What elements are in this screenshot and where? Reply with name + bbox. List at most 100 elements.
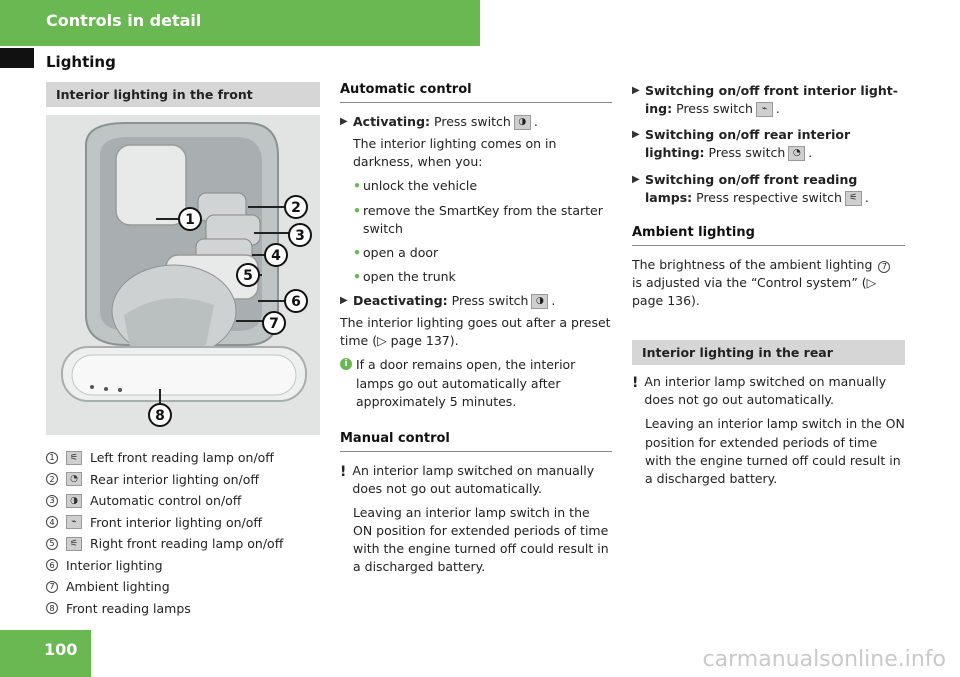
- figure-callout-8: [148, 403, 172, 427]
- legend-item: 1⚟Left front reading lamp on/off: [46, 447, 320, 469]
- warning-text: An interior lamp switched on manually do…: [352, 462, 595, 496]
- reading-lamps-step: ▶ Switching on/off front reading lamps: …: [632, 171, 905, 207]
- reading-lamp-switch-icon: ⚟: [66, 536, 82, 551]
- list-item: •unlock the vehicle: [340, 177, 612, 195]
- reading-lamp-switch-icon: ⚟: [844, 190, 862, 206]
- ambient-text-a: The brightness of the ambient lighting: [632, 256, 873, 272]
- bullet-text: remove the SmartKey from the starter swi…: [363, 202, 603, 236]
- figure-legend: 1⚟Left front reading lamp on/off 2◔Rear …: [46, 447, 320, 619]
- reading-lamp-switch-icon: ⚟: [66, 450, 82, 465]
- warning-detail: Leaving an interior lamp switch in the O…: [353, 505, 609, 575]
- warning-note: ! An interior lamp switched on manually …: [340, 462, 612, 498]
- front-lighting-switch-icon: ⌁: [66, 515, 82, 530]
- deactivating-label: Deactivating:: [353, 293, 448, 308]
- figure-callout-2-label: 2: [291, 200, 301, 216]
- watermark: carmanualsonline.info: [702, 647, 946, 672]
- bullet-icon: •: [353, 178, 361, 194]
- figure-callout-7-label: 7: [269, 316, 279, 332]
- legend-text: Automatic control on/off: [90, 493, 242, 509]
- bullet-icon: •: [353, 244, 361, 260]
- overhead-control-panel-figure: 1 2 3 4 5 6 7 8: [46, 115, 320, 435]
- goes-out-text: The interior lighting goes out after a p…: [340, 315, 611, 349]
- control-panel-illustration: 1 2 3 4 5 6 7 8: [46, 115, 320, 435]
- ambient-text-b: is adjusted via the “Control sys­tem” (▷…: [632, 274, 877, 308]
- arrow-icon: ▶: [340, 295, 348, 306]
- page-number-box: [0, 630, 91, 677]
- legend-text: Front interior lighting on/off: [90, 514, 262, 530]
- arrow-icon: ▶: [340, 116, 348, 127]
- figure-callout-2: [284, 195, 308, 219]
- manual-control-heading: Manual control: [340, 431, 612, 452]
- front-interior-label: Switching on/off front interior light­in…: [645, 83, 898, 117]
- legend-item: 4 ⌁ Front interior lighting on/off: [46, 512, 320, 534]
- reading-lamps-text: Press respective switch: [696, 189, 842, 205]
- figure-callout-7: [262, 311, 286, 335]
- automatic-switch-icon: ◑: [66, 493, 82, 508]
- legend-number: 7: [46, 580, 58, 593]
- column-right: ▶ Switching on/off front interior light­…: [632, 82, 905, 494]
- section-title: Lighting: [46, 53, 116, 71]
- front-lighting-switch-icon: ⌁: [755, 102, 773, 118]
- legend-item: 3◑Automatic control on/off: [46, 490, 320, 512]
- legend-text: Interior lighting: [66, 557, 163, 573]
- front-lighting-heading: Interior lighting in the front: [46, 82, 320, 107]
- figure-callout-5: [236, 263, 260, 287]
- activating-description: The interior lighting comes on in darkne…: [353, 136, 557, 170]
- rear-interior-step: ▶ Switching on/off rear interior lightin…: [632, 126, 905, 162]
- bullet-text: open the trunk: [363, 268, 456, 284]
- legend-text: Rear interior lighting on/off: [90, 471, 259, 487]
- legend-item: 2 ◔ Rear interior lighting on/off: [46, 469, 320, 491]
- figure-callout-4-label: 4: [271, 248, 281, 264]
- activating-label: Activating:: [353, 114, 431, 129]
- ambient-number: 7: [878, 260, 891, 273]
- figure-callout-6-label: 6: [291, 294, 301, 310]
- automatic-control-heading: Automatic control: [340, 82, 612, 103]
- figure-callout-4: [264, 243, 288, 267]
- arrow-icon: ▶: [632, 85, 640, 96]
- arrow-icon: ▶: [632, 173, 640, 185]
- legend-text: Ambient lighting: [66, 579, 170, 595]
- legend-text: Front reading lamps: [66, 600, 191, 616]
- legend-text: Left front reading lamp on/off: [90, 450, 274, 466]
- activating-step: ▶ Activating: Press switch◑.: [340, 113, 612, 131]
- reading-lamps-label: Switching on/off front reading lamps:: [645, 171, 858, 205]
- legend-text: Right front reading lamp on/off: [90, 536, 284, 552]
- bullet-icon: •: [353, 202, 361, 218]
- rear-lighting-switch-icon: ◔: [66, 472, 82, 487]
- warning-icon: !: [340, 463, 347, 480]
- info-text: If a door remains open, the interior lam…: [356, 357, 576, 409]
- figure-callout-1-label: 1: [185, 212, 195, 228]
- header-bar: [0, 0, 480, 46]
- ambient-lighting-heading: Ambient lighting: [632, 225, 905, 246]
- automatic-switch-icon: ◑: [531, 294, 549, 309]
- warning-detail: Leaving an interior lamp switch in the O…: [645, 416, 905, 486]
- legend-item: 5 ⚟ Right front reading lamp on/off: [46, 533, 320, 555]
- legend-item: 8 Front reading lamps: [46, 598, 320, 620]
- chapter-title: Controls in detail: [46, 11, 202, 30]
- legend-number: 5: [46, 537, 58, 550]
- figure-callout-5-label: 5: [243, 268, 253, 284]
- figure-callout-6: [284, 289, 308, 313]
- bullet-text: open a door: [363, 244, 439, 260]
- ambient-text: The brightness of the ambient lighting 7…: [632, 256, 905, 310]
- warning-text: An interior lamp switched on manually do…: [644, 374, 887, 408]
- front-interior-step: ▶ Switching on/off front interior light­…: [632, 82, 905, 118]
- legend-number: 4: [46, 516, 58, 529]
- legend-number: 8: [46, 602, 58, 615]
- legend-number: 2: [46, 473, 58, 486]
- deactivating-step: ▶ Deactivating: Press switch◑.: [340, 292, 612, 310]
- warning-note: ! An interior lamp switched on manually …: [632, 373, 905, 409]
- info-icon: i: [340, 358, 352, 371]
- activating-text: Press switch: [434, 114, 511, 129]
- warning-icon: !: [632, 375, 639, 392]
- figure-callout-1: [178, 207, 202, 231]
- rear-lighting-heading: Interior lighting in the rear: [632, 340, 905, 366]
- rear-lighting-switch-icon: ◔: [788, 146, 806, 162]
- figure-callout-8-label: 8: [155, 408, 165, 424]
- figure-callout-3-label: 3: [295, 228, 305, 244]
- figure-callout-3: [288, 223, 312, 247]
- list-item: •remove the SmartKey from the starter sw…: [340, 202, 612, 238]
- deactivating-text: Press switch: [451, 293, 529, 308]
- info-note: i If a door remains open, the interior l…: [340, 356, 612, 410]
